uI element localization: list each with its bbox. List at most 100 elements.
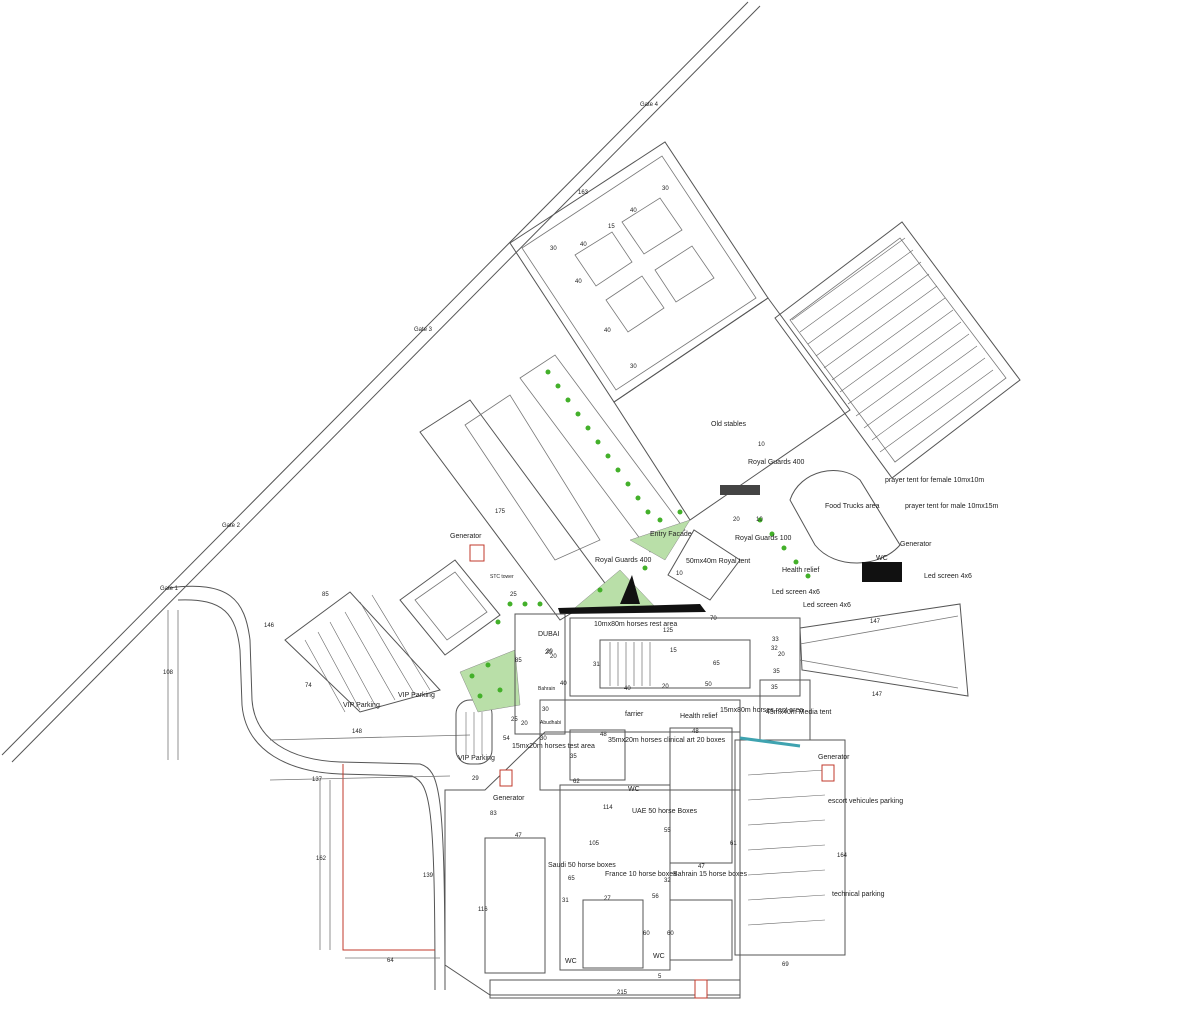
bahrain-small-label: Bahrain — [538, 686, 555, 692]
dim-label: 125 — [663, 628, 674, 634]
dim-label: 175 — [495, 509, 506, 515]
dim-label: 147 — [872, 692, 883, 698]
generator-square-area — [399, 559, 501, 656]
dim-label: 20 — [662, 684, 669, 690]
dim-label: 69 — [782, 962, 789, 968]
dim-label: 30 — [630, 364, 637, 370]
dim-label: 215 — [617, 990, 628, 996]
saudi-boxes-label: Saudi 50 horse boxes — [548, 862, 616, 869]
led-screen-label-c: Led screen 4x6 — [803, 602, 851, 609]
dim-label: 29 — [472, 776, 479, 782]
dim-label: 147 — [870, 619, 881, 625]
prayer-female-label: prayer tent for female 10mx10m — [885, 477, 984, 484]
generator-label-d: Generator — [493, 795, 525, 802]
stc-label: STC tower — [490, 574, 514, 580]
dim-label: 15 — [670, 648, 677, 654]
generator-label-c: Generator — [818, 754, 850, 761]
entry-facade-label: Entry Facade — [650, 531, 692, 538]
dim-label: 20 — [778, 652, 785, 658]
dim-label: 31 — [562, 898, 569, 904]
led-screen-label-a: Led screen 4x6 — [924, 573, 972, 580]
dim-label: 20 — [546, 649, 553, 655]
dim-label: 30 — [550, 246, 557, 252]
dim-label: 162 — [316, 856, 327, 862]
dim-label: 54 — [503, 736, 510, 742]
gate-2-label: Gate 2 — [222, 523, 241, 529]
dim-label: 60 — [667, 931, 674, 937]
dim-label: 164 — [837, 853, 848, 859]
dim-label: 20 — [521, 721, 528, 727]
trees — [469, 369, 811, 699]
france-boxes-label: France 10 horse boxes — [605, 871, 677, 878]
dim-label: 83 — [490, 811, 497, 817]
dim-label: 40 — [575, 279, 582, 285]
dim-label: 56 — [652, 894, 659, 900]
left-access-road — [167, 585, 446, 991]
north-east-parking — [774, 221, 1021, 479]
media-tent-label: 45mx40m Media tent — [766, 709, 831, 716]
royal-guards-400-top-label: Royal Guards 400 — [748, 459, 805, 466]
wc-label-c: WC — [565, 958, 577, 965]
food-truck-area — [789, 470, 901, 564]
dim-label: 60 — [643, 931, 650, 937]
dim-label: 32 — [771, 646, 778, 652]
dim-label: 10 — [756, 517, 763, 523]
dim-label: 30 — [542, 707, 549, 713]
generator-label-b: Generator — [900, 541, 932, 548]
horses-rest-area-label: 10mx80m horses rest area — [594, 621, 677, 628]
wc-label-a: WC — [876, 555, 888, 562]
dim-label: 116 — [478, 907, 488, 913]
dim-label: 25 — [510, 592, 517, 598]
dim-label: 5 — [658, 974, 662, 980]
green-areas — [459, 519, 691, 713]
dim-label: 55 — [664, 828, 671, 834]
dim-label: 61 — [730, 841, 737, 847]
dim-label: 146 — [264, 623, 275, 629]
parking-rows-ne — [791, 237, 994, 453]
farrier-label: farrier — [625, 711, 644, 718]
dim-label: 40 — [580, 242, 587, 248]
dim-label: 40 — [624, 686, 631, 692]
dim-label: 27 — [604, 896, 611, 902]
dim-label: 20 — [545, 650, 552, 656]
dimension-labels: 163 30 40 40 15 30 30 40 40 175 85 146 7… — [163, 186, 883, 996]
abudhabi-label: Abudhabi — [540, 720, 561, 726]
red-boundary — [342, 764, 435, 951]
vip-parking-label-c: VIP Parking — [458, 755, 495, 762]
dim-label: 62 — [573, 779, 580, 785]
dim-label: 65 — [713, 661, 720, 667]
central-compound — [444, 613, 811, 999]
dim-label: 74 — [305, 683, 312, 689]
dim-label: 35 — [570, 754, 577, 760]
dim-label: 85 — [515, 658, 522, 664]
dim-label: 32 — [664, 878, 671, 884]
dim-label: 30 — [662, 186, 669, 192]
main-road — [1, 1, 761, 763]
dim-label: 48 — [600, 732, 607, 738]
gate-4-label: Gate 4 — [640, 102, 659, 108]
dim-label: 65 — [568, 876, 575, 882]
technical-parking-label: technical parking — [832, 891, 885, 898]
dim-label: 10 — [758, 442, 765, 448]
dim-label: 47 — [515, 833, 522, 839]
dim-label: 25 — [511, 717, 518, 723]
uae-boxes-label: UAE 50 horse Boxes — [632, 808, 697, 815]
royal-guards-400-left-label: Royal Guards 400 — [595, 557, 652, 564]
lower-left-roads — [167, 610, 471, 959]
wc-label-d: WC — [653, 953, 665, 960]
dim-label: 33 — [772, 637, 779, 643]
dim-label: 40 — [630, 208, 637, 214]
dim-label: 64 — [387, 958, 394, 964]
prayer-male-label: prayer tent for male 10mx15m — [905, 503, 999, 510]
dim-label: 47 — [698, 864, 705, 870]
dim-label: 15 — [608, 224, 615, 230]
dim-label: 139 — [423, 873, 434, 879]
dim-label: 30 — [540, 736, 547, 742]
royal-guards-100-label: Royal Guards 100 — [735, 535, 792, 542]
dim-label: 105 — [589, 841, 600, 847]
food-trucks-label: Food Trucks area — [825, 503, 880, 510]
dim-label: 40 — [604, 328, 611, 334]
escort-parking-label: escort vehicules parking — [828, 798, 903, 805]
dim-label: 85 — [322, 592, 329, 598]
